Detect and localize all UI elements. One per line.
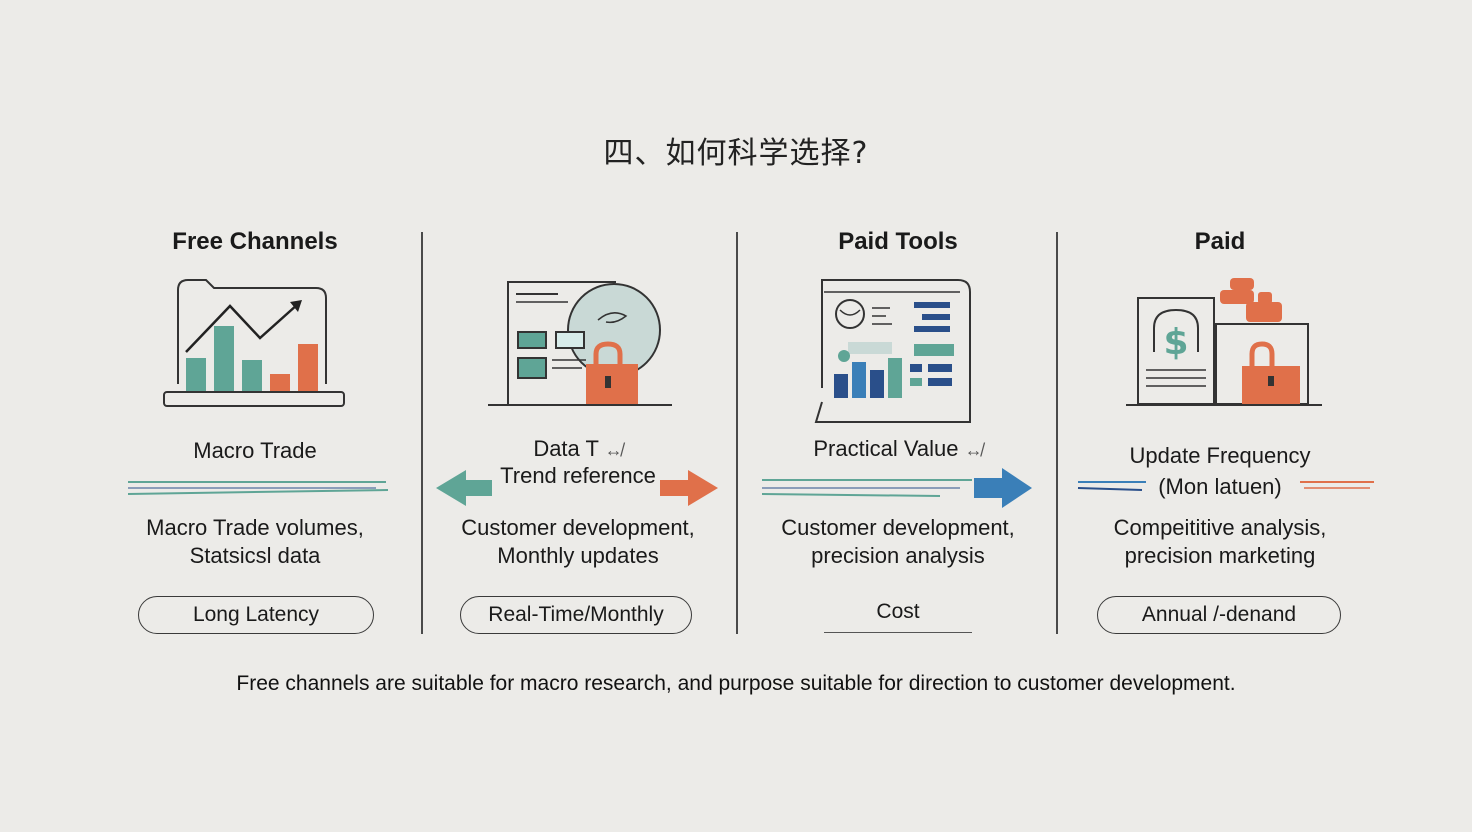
column-description: Customer development, Monthly updates — [461, 515, 695, 568]
column-description: Customer development, precision analysis — [781, 515, 1015, 568]
svg-text:$: $ — [1163, 322, 1188, 363]
column-paid: Paid $ Update Frequency (Mon latuen) Com… — [1070, 0, 1374, 832]
column-divider — [736, 232, 738, 634]
billing-pill: Annual /-denand — [1097, 596, 1341, 634]
column-label: Update Frequency (Mon latuen) — [1129, 443, 1311, 499]
page-title: 四、如何科学选择? — [603, 136, 869, 171]
frequency-pill: Real-Time/Monthly — [460, 596, 692, 634]
bar-chart-trend-icon — [163, 279, 345, 407]
column-label: Data T ↮ Trend reference — [500, 436, 656, 488]
column-heading: Paid — [1194, 228, 1246, 255]
column-heading: Free Channels — [172, 228, 338, 255]
locked-data-dashboard-icon — [488, 281, 672, 406]
analytics-report-icon — [814, 279, 971, 423]
latency-pill: Long Latency — [138, 596, 374, 634]
column-description: Compeititive analysis, precision marketi… — [1113, 515, 1327, 568]
double-arrow-icon — [436, 470, 718, 506]
column-description: Macro Trade volumes, Statsicsl data — [146, 515, 364, 568]
column-divider — [1056, 232, 1058, 634]
column-heading: Paid Tools — [838, 228, 958, 255]
footer-summary: Free channels are suitable for macro res… — [236, 672, 1236, 695]
column-label: Macro Trade — [193, 438, 317, 463]
teal-line-divider — [127, 481, 389, 495]
column-divider — [421, 232, 423, 634]
cost-label: Cost — [824, 600, 972, 633]
column-paid-tools: Paid Tools Practical Value ↮ Customer de… — [750, 0, 1046, 832]
column-free-channels: Free Channels Macro Trade Macro Trade vo… — [110, 0, 400, 832]
column-data-trend: Data T ↮ Trend reference Customer develo… — [430, 0, 726, 832]
blue-arrow-icon — [761, 468, 1032, 508]
paid-document-lock-icon: $ — [1126, 278, 1322, 406]
column-label: Practical Value ↮ — [813, 436, 983, 461]
frequency-lines — [1077, 481, 1374, 491]
